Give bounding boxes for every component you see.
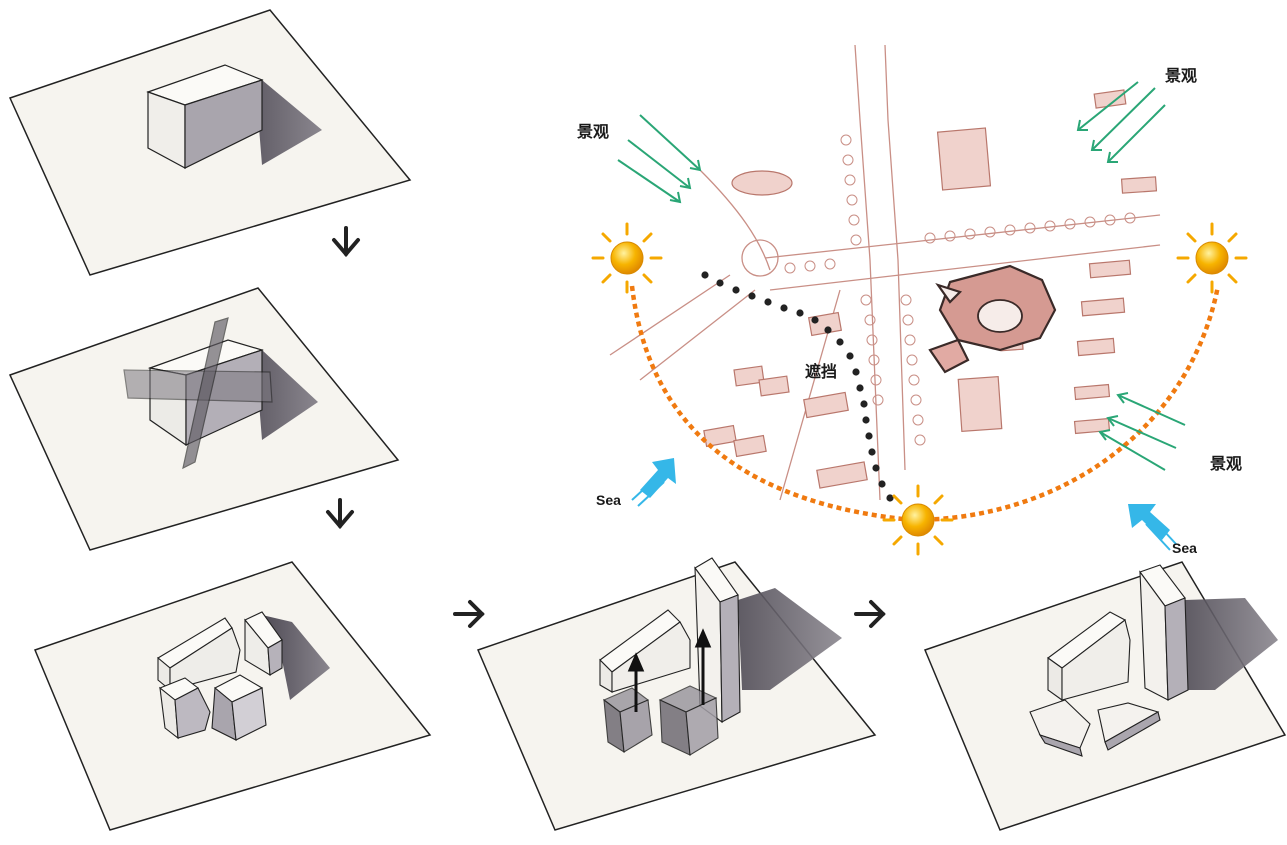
step4-tower-extrusion (478, 558, 875, 830)
right-arrow-icon (455, 602, 482, 626)
down-arrow-icon (328, 500, 352, 526)
landscape-arrow-icon (618, 115, 700, 202)
right-arrow-icon (856, 602, 883, 626)
sea-arrow-icon (1128, 504, 1176, 550)
landscape-arrow-icon (1078, 82, 1165, 162)
label-landscape-top-left: 景观 (577, 118, 609, 142)
step3-split-volumes (35, 562, 430, 830)
down-arrow-icon (334, 228, 358, 254)
site-plan (610, 45, 1160, 500)
sun-icon (593, 224, 661, 292)
label-sea-right: Sea (1172, 540, 1197, 556)
label-sea-left: Sea (596, 492, 621, 508)
step5-final-massing (925, 562, 1285, 830)
sun-path-arc (632, 286, 1218, 520)
step1-block-model (10, 10, 410, 275)
label-blocking: 遮挡 (805, 358, 837, 382)
label-landscape-right: 景观 (1210, 450, 1242, 474)
site-building (930, 266, 1055, 372)
sea-arrow-icon (632, 458, 676, 506)
label-landscape-top-right: 景观 (1165, 62, 1197, 86)
sun-icon (1178, 224, 1246, 292)
sun-icon (884, 486, 952, 554)
